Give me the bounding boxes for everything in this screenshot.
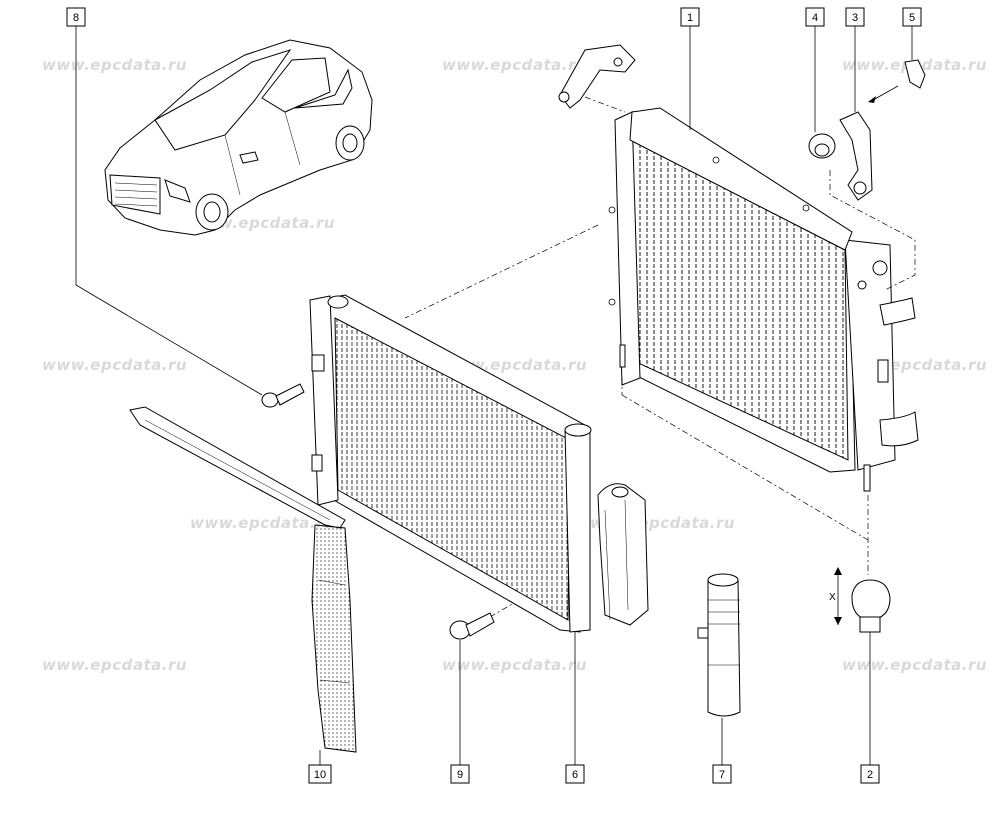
dimension-mark: X: [829, 592, 836, 603]
car-thumbnail-icon: [104, 39, 373, 236]
nut-part: [808, 133, 836, 159]
callout-label: 6: [572, 769, 578, 781]
watermark: www.epcdata.ru: [442, 656, 587, 674]
bracket-part: [558, 44, 636, 109]
callout-3: 3: [845, 7, 865, 27]
dryer-bottle-part: [697, 573, 741, 717]
callout-label: 1: [687, 12, 693, 24]
watermark: www.epcdata.ru: [42, 356, 187, 374]
callout-label: 4: [812, 12, 818, 24]
watermark: www.epcdata.ru: [190, 514, 335, 532]
watermark: www.epcdata.ru: [42, 56, 187, 74]
bolt-8-part: [261, 383, 305, 408]
callout-10: 10: [308, 764, 332, 784]
rubber-mount-part: X: [829, 567, 891, 633]
callout-label: 9: [457, 769, 463, 781]
watermark: www.epcdata.ru: [442, 56, 587, 74]
callout-8: 8: [66, 7, 86, 27]
callout-4: 4: [805, 7, 825, 27]
callout-label: 5: [909, 12, 915, 24]
callout-label: 7: [719, 769, 725, 781]
callout-label: 8: [73, 12, 79, 24]
condenser-part: [309, 294, 649, 633]
callout-5: 5: [902, 7, 922, 27]
radiator-part: [608, 107, 919, 492]
watermark: www.epcdata.ru: [842, 656, 987, 674]
air-deflector-part: [129, 406, 357, 753]
callout-label: 10: [314, 769, 326, 781]
callout-2: 2: [860, 764, 880, 784]
leader-lines: [75, 26, 913, 765]
bolt-9-part: [449, 612, 495, 640]
callout-1: 1: [680, 7, 700, 27]
callout-label: 3: [852, 12, 858, 24]
callout-label: 2: [867, 769, 873, 781]
callout-7: 7: [712, 764, 732, 784]
callout-6: 6: [565, 764, 585, 784]
clip-part: [868, 59, 926, 103]
callout-9: 9: [450, 764, 470, 784]
watermark: www.epcdata.ru: [42, 656, 187, 674]
bracket-3-part: [839, 111, 873, 201]
